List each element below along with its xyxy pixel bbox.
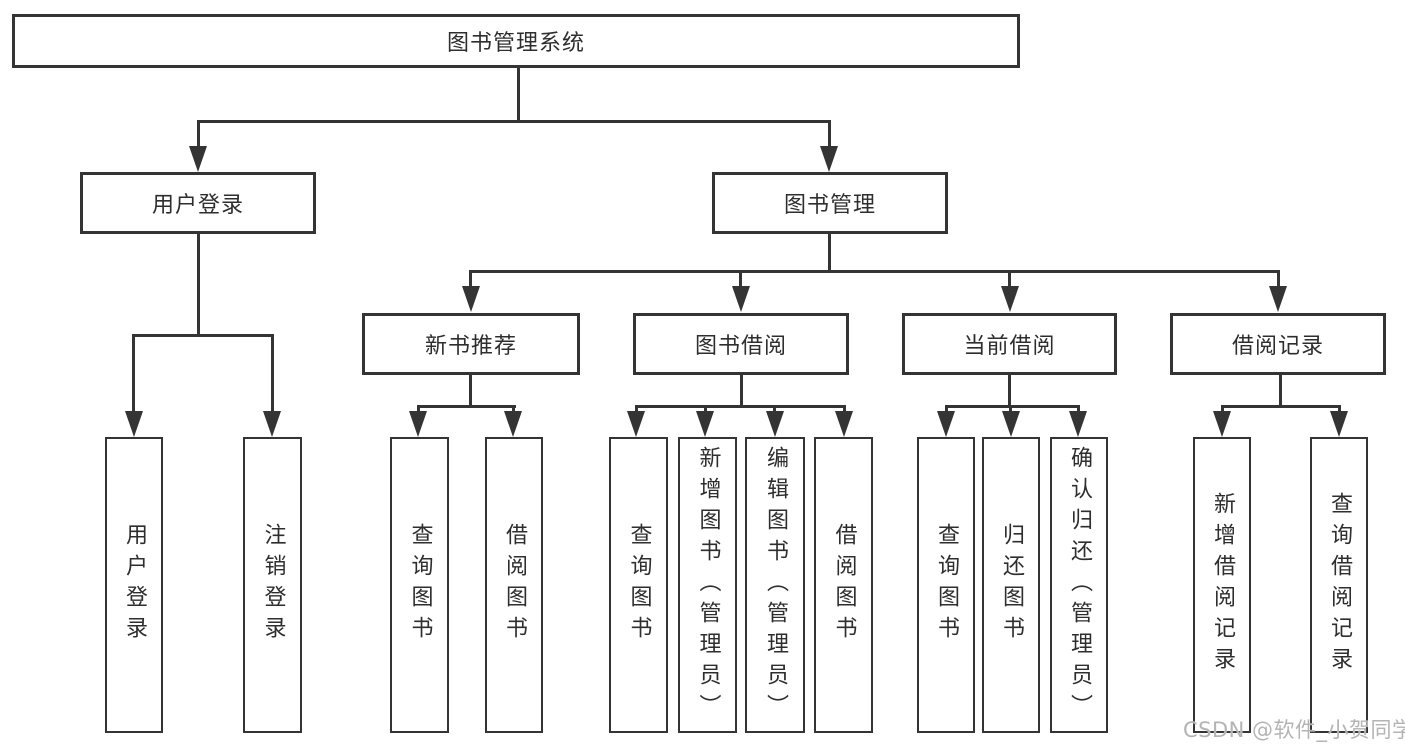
node-label: 编辑图书（管理员） [763, 445, 788, 725]
leaf-add-books-admin: 新增图书（管理员） [678, 437, 737, 733]
connector-bar [132, 334, 274, 337]
connector-bar [197, 120, 831, 123]
arrowhead-down-icon [1002, 411, 1020, 437]
arrowhead-down-icon [263, 411, 281, 437]
connector-stem [740, 375, 743, 407]
connector-stem [512, 405, 515, 413]
leaf-edit-books-admin: 编辑图书（管理员） [745, 437, 805, 733]
connector-stem [1008, 270, 1011, 288]
arrowhead-down-icon [835, 411, 853, 437]
node-label: 查询借阅记录 [1327, 492, 1352, 678]
connector-stem [132, 334, 135, 413]
connector-stem [1008, 375, 1011, 407]
leaf-user-login: 用户登录 [105, 437, 163, 733]
arrowhead-down-icon [766, 411, 784, 437]
arrowhead-down-icon [462, 286, 480, 312]
arrowhead-down-icon [189, 146, 207, 172]
connector-stem [773, 405, 776, 413]
leaf-query-books-borrowing: 查询图书 [609, 437, 668, 733]
leaf-query-borrow-record: 查询借阅记录 [1310, 437, 1368, 733]
arrowhead-down-icon [732, 286, 750, 312]
connector-stem [417, 405, 420, 413]
connector-stem [828, 234, 831, 272]
node-label: 新书推荐 [424, 334, 517, 359]
csdn-watermark: CSDN @软件_小贺同学 [1183, 718, 1405, 742]
node-label: 借阅图书 [831, 523, 857, 647]
connector-stem [635, 405, 638, 413]
node-label: 查询图书 [626, 523, 652, 647]
connector-bar [1221, 405, 1341, 408]
arrowhead-down-icon [409, 411, 427, 437]
connector-stem [197, 120, 200, 150]
connector-stem [517, 68, 520, 123]
node-book-borrowing: 图书借阅 [633, 313, 849, 375]
arrowhead-down-icon [1269, 286, 1287, 312]
connector-stem [843, 405, 846, 413]
connector-bar [417, 405, 516, 408]
connector-bar [945, 405, 1080, 408]
connector-stem [1338, 405, 1341, 413]
node-label: 当前借阅 [963, 334, 1056, 359]
node-new-book-recommendation: 新书推荐 [362, 313, 580, 375]
arrowhead-down-icon [1330, 411, 1348, 437]
node-label: 借阅记录 [1231, 334, 1324, 359]
arrowhead-down-icon [696, 411, 714, 437]
connector-stem [1221, 405, 1224, 413]
node-label: 注销登录 [260, 523, 286, 647]
node-label: 查询图书 [934, 523, 959, 647]
node-label: 图书借阅 [694, 334, 787, 359]
node-user-login: 用户登录 [80, 172, 316, 234]
arrowhead-down-icon [125, 411, 143, 437]
node-label: 图书管理 [783, 193, 876, 218]
connector-bar [635, 405, 846, 408]
node-book-management: 图书管理 [712, 172, 948, 234]
leaf-query-books-recommend: 查询图书 [390, 437, 449, 733]
connector-stem [271, 334, 274, 413]
node-label: 新增图书（管理员） [695, 445, 721, 725]
node-label: 新增借阅记录 [1210, 492, 1235, 678]
connector-stem [1077, 405, 1080, 413]
connector-stem [828, 120, 831, 150]
connector-stem [1279, 375, 1282, 407]
node-library-system: 图书管理系统 [12, 14, 1020, 68]
node-label: 图书管理系统 [446, 31, 585, 56]
connector-stem [469, 375, 472, 407]
arrowhead-down-icon [504, 411, 522, 437]
connector-stem [1277, 270, 1280, 288]
leaf-query-books-current: 查询图书 [917, 437, 975, 733]
leaf-confirm-return-admin: 确认归还（管理员） [1050, 437, 1108, 733]
connector-stem [469, 270, 472, 288]
connector-bar [469, 270, 1280, 273]
leaf-logout: 注销登录 [243, 437, 302, 733]
connector-stem [945, 405, 948, 413]
node-label: 用户登录 [151, 193, 244, 218]
arrowhead-down-icon [1001, 286, 1019, 312]
node-label: 确认归还（管理员） [1067, 445, 1092, 725]
connector-stem [704, 405, 707, 413]
arrowhead-down-icon [627, 411, 645, 437]
leaf-return-books: 归还图书 [982, 437, 1040, 733]
leaf-add-borrow-record: 新增借阅记录 [1193, 437, 1251, 733]
arrowhead-down-icon [937, 411, 955, 437]
node-label: 借阅图书 [502, 523, 527, 647]
arrowhead-down-icon [1069, 411, 1087, 437]
leaf-borrow-books-recommend: 借阅图书 [485, 437, 543, 733]
arrowhead-down-icon [820, 146, 838, 172]
node-label: 归还图书 [999, 523, 1024, 647]
leaf-borrow-books-borrowing: 借阅图书 [814, 437, 873, 733]
node-label: 查询图书 [407, 523, 433, 647]
connector-stem [197, 234, 200, 336]
connector-stem [1009, 405, 1012, 413]
connector-stem [739, 270, 742, 288]
node-label: 用户登录 [122, 523, 147, 647]
node-borrowing-records: 借阅记录 [1170, 313, 1386, 375]
node-current-borrowing: 当前借阅 [902, 313, 1117, 375]
arrowhead-down-icon [1213, 411, 1231, 437]
